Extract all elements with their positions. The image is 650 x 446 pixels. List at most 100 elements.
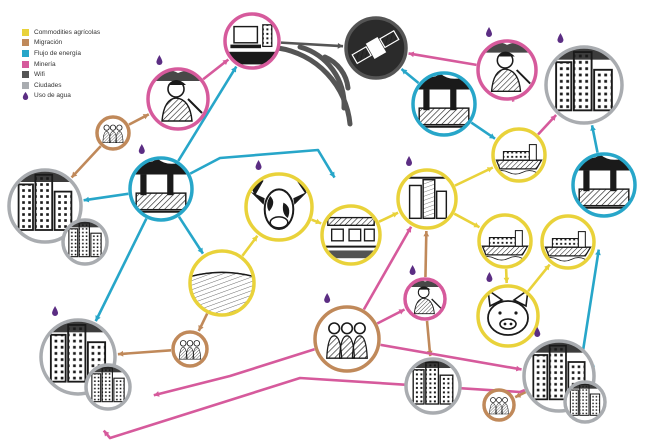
flow-cow-to-slaughterhouse [312, 219, 322, 224]
flow-migrants-left-to-city-left [72, 146, 101, 177]
flow-ship-top-to-city-top-right [538, 115, 556, 134]
node-crop-field [190, 251, 254, 315]
legend-swatch-migration [22, 39, 29, 46]
legend-label: Ciudades [34, 82, 61, 89]
node-migrants-left [97, 117, 129, 149]
people-icon [490, 398, 509, 415]
flow-line [84, 194, 129, 201]
legend-item-migration: Migración [22, 38, 162, 49]
node-city-bottom-left-small [86, 365, 130, 409]
legend-item-cities: Ciudades [22, 80, 162, 91]
node-power-plant-right [573, 154, 635, 216]
flow-line [455, 168, 493, 186]
arrow-head-icon [504, 278, 510, 283]
water-drop-icon [406, 156, 412, 166]
flow-line [425, 231, 426, 277]
legend-item-energy: Flujo de energía [22, 48, 162, 59]
flow-line [72, 146, 101, 177]
legend-label: Flujo de energía [34, 50, 81, 57]
flow-power-plant-center-to-city-left [84, 194, 129, 203]
field-icon [190, 272, 254, 315]
node-migrants-bottom-right [484, 390, 514, 420]
legend-swatch-cities [22, 82, 29, 89]
water-drop-icon [139, 144, 145, 154]
legend-item-wifi: Wifi [22, 69, 162, 80]
legend-label: Commodities agrícolas [34, 29, 100, 36]
conveyor-icon [326, 218, 376, 259]
water-drop-icon [22, 92, 29, 100]
flow-mine-bottom-to-silo [423, 231, 429, 277]
flow-line [190, 150, 334, 178]
node-migrants-bottom-left [173, 332, 207, 366]
flow-line [409, 53, 477, 64]
water-drop-icon [486, 272, 492, 282]
flow-migrants-left-to-mine-top-left [129, 114, 149, 124]
water-drop-icon [256, 160, 262, 170]
water-drop-icon [324, 293, 330, 303]
people-icon [179, 341, 201, 360]
flow-power-plant-top-to-satellite [401, 69, 418, 83]
node-power-plant-top [413, 73, 475, 135]
legend-item-mining: Minería [22, 59, 162, 70]
flow-silo-to-ship-right-a [454, 214, 479, 228]
flow-ship-right-a-to-pig [504, 269, 510, 283]
node-illustration [190, 272, 254, 315]
flow-line [427, 321, 430, 356]
flow-computer-to-satellite [281, 43, 343, 49]
flow-crop-field-to-cow [242, 236, 257, 256]
node-cow [246, 160, 312, 240]
flow-slaughterhouse-to-silo [379, 212, 398, 221]
node-city-top-right [546, 33, 622, 123]
legend-label: Wifi [34, 71, 45, 78]
flow-migrants-center-to-mine-bottom [377, 309, 404, 323]
arrow-head-icon [423, 231, 429, 236]
water-drop-icon [486, 27, 492, 37]
node-illustration [179, 341, 201, 360]
node-mine-top-right [478, 27, 536, 99]
node-ship-top [493, 129, 545, 181]
node-illustration [327, 323, 368, 358]
legend-label: Uso de agua [34, 92, 71, 99]
node-satellite [346, 18, 406, 78]
legend-item-water: Uso de agua [22, 91, 162, 102]
node-illustration [326, 218, 376, 259]
flow-silo-to-ship-top [455, 167, 493, 185]
flow-power-plant-center-to-slaughterhouse [190, 150, 334, 178]
people-icon [103, 125, 123, 143]
node-migrants-center [315, 293, 379, 371]
legend-swatch-mining [22, 61, 29, 68]
legend-item-commodities: Commodities agrícolas [22, 27, 162, 38]
legend-swatch-commodities [22, 29, 29, 36]
arrow-head-icon [338, 43, 343, 49]
flow-crop-field-to-migrants-bottom-left [198, 314, 207, 331]
node-slaughterhouse [322, 206, 380, 264]
water-drop-icon [557, 33, 563, 43]
flow-mine-bottom-to-city-bottom-center [427, 321, 433, 356]
flow-mine-top-right-to-satellite [409, 52, 477, 65]
legend-swatch-wifi [22, 71, 29, 78]
flow-power-plant-top-to-ship-top [471, 123, 495, 139]
wifi-waves [278, 47, 350, 124]
flow-migrants-bottom-left-to-city-bottom-left [118, 350, 171, 356]
water-drop-icon [410, 265, 416, 275]
water-drop-icon [52, 306, 58, 316]
node-ship-right-b [542, 216, 594, 268]
node-pig [478, 272, 538, 346]
flow-pig-to-ship-right-b [528, 265, 550, 292]
node-illustration [490, 398, 509, 415]
people-icon [327, 323, 368, 358]
arrow-head-icon [118, 351, 123, 357]
legend-label: Minería [34, 61, 56, 68]
legend-swatch-energy [22, 50, 29, 57]
node-city-left-small [63, 220, 107, 264]
node-silo [398, 156, 456, 228]
legend: Commodities agrícolas Migración Flujo de… [22, 27, 162, 101]
legend-label: Migración [34, 39, 62, 46]
flow-power-plant-center-to-crop-field [179, 217, 203, 254]
flow-line [118, 350, 171, 354]
flow-power-plant-right-to-city-top-right [590, 125, 597, 152]
node-ship-right-a [479, 215, 531, 267]
flow-line [281, 43, 343, 47]
flow-line [179, 217, 203, 254]
